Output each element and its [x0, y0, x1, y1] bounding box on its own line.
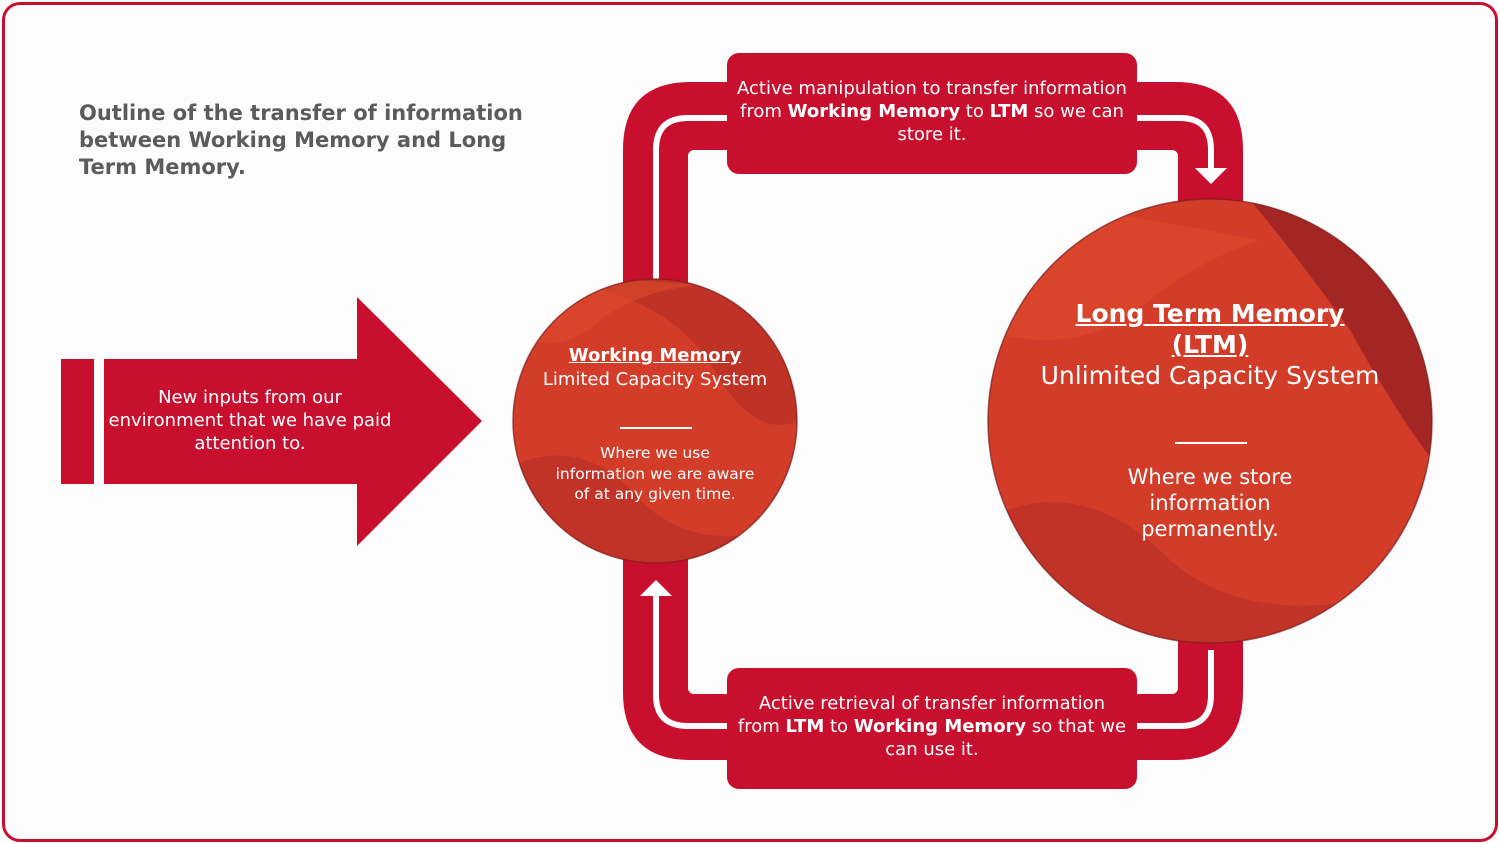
diagram-title: Outline of the transfer of information b…	[79, 101, 523, 179]
track-top-right	[1130, 115, 1214, 168]
working-memory-subtitle: Limited Capacity System	[542, 369, 768, 390]
ltm-description: Where we store information permanently.	[1127, 465, 1293, 541]
ltm-divider	[1175, 442, 1247, 444]
working-memory-divider	[620, 427, 692, 429]
working-memory-title: Working Memory	[568, 345, 742, 366]
bottom-transfer-label: Active retrieval of transfer information…	[737, 693, 1127, 760]
top-transfer-label: Active manipulation to transfer informat…	[737, 78, 1127, 145]
track-top-left	[653, 115, 740, 280]
bottom-transfer-box	[727, 668, 1137, 789]
ltm-header: Long Term Memory (LTM) Unlimited Capacit…	[1040, 298, 1380, 391]
track-bottom-left	[653, 596, 740, 729]
track-bottom-right	[1130, 650, 1214, 729]
ltm-title: Long Term Memory (LTM)	[1075, 299, 1345, 359]
working-memory-circle	[512, 278, 798, 564]
top-transfer-box	[727, 53, 1137, 174]
input-arrow-label: New inputs from our environment that we …	[108, 387, 392, 454]
arrowhead-down-icon	[1195, 168, 1227, 184]
arrowhead-up-icon	[640, 580, 672, 596]
working-memory-header: Working Memory Limited Capacity System	[540, 344, 770, 392]
ltm-subtitle: Unlimited Capacity System	[1040, 361, 1380, 390]
working-memory-description: Where we use information we are aware of…	[555, 444, 755, 503]
input-arrow	[104, 297, 482, 546]
input-arrow-tail	[61, 359, 94, 484]
